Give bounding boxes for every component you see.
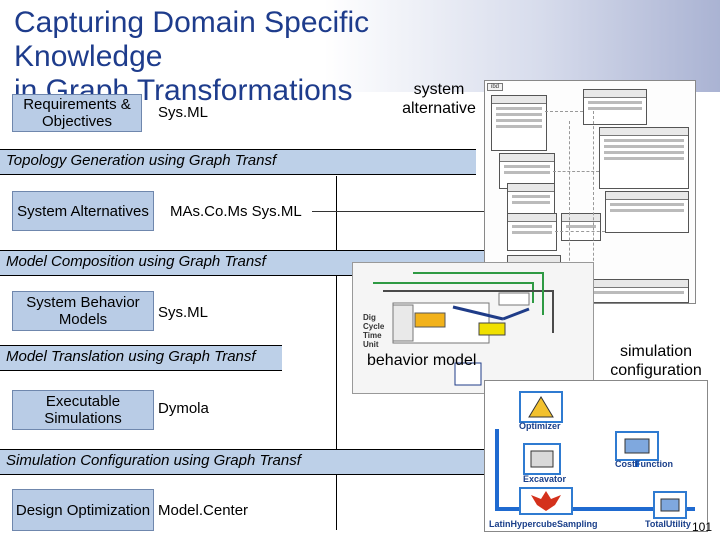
simulation-configuration-label: simulation configuration [610,343,702,379]
total-utility-node-label: TotalUtility [645,519,691,529]
flow-bar [495,507,695,511]
behavior-model-label: behavior model [367,352,477,369]
simulation-configuration-diagram: Optimizer CostFunction Excavator LatinHy… [484,380,708,532]
alternatives-arrow [312,211,484,212]
diagram-block [605,191,689,233]
diagram-block [583,89,647,125]
transform-translation-label: Model Translation using Graph Transf [6,348,256,365]
stage-optimization-box: Design Optimization [12,489,154,531]
total-utility-node [653,491,687,519]
cost-function-node [615,431,659,461]
diagram-block [507,213,557,251]
stage-requirements-box: Requirements & Objectives [12,94,142,132]
cost-function-node-label: CostFunction [615,459,673,469]
system-alternative-label: system alternative [402,81,476,117]
stage-behavior-box: System Behavior Models [12,291,154,331]
diagram-block [491,95,547,151]
diagram-connector [569,121,570,281]
flow-connector [336,176,337,530]
latin-hypercube-node-label: LatinHypercubeSampling [489,519,598,529]
transform-band-translation [0,345,282,371]
diagram-connector [553,171,599,172]
diagram-connector [545,111,583,112]
flow-bar [495,429,499,509]
diagram-block [561,213,601,241]
transform-topology-label: Topology Generation using Graph Transf [6,152,277,169]
optimizer-node [519,391,563,423]
stage-executable-tool: Dymola [158,400,209,417]
stage-behavior-tool: Sys.ML [158,304,209,321]
title-line-1: Capturing Domain Specific Knowledge [14,6,370,73]
excavator-node [523,443,561,475]
slide-title: Capturing Domain Specific Knowledge in G… [14,6,434,108]
diagram-connector [555,231,605,232]
transform-band-configuration [0,449,484,475]
diagram-connector [593,111,594,281]
diagram-block [599,127,689,189]
transform-band-topology [0,149,476,175]
diagram-frame-tag: ibd [487,83,504,91]
diagram-block [575,279,689,303]
transform-composition-label: Model Composition using Graph Transf [6,253,266,270]
behavior-model-schematic [373,272,554,386]
excavator-node-label: Excavator [523,474,567,484]
page-number: 101 [691,520,712,534]
title-band [0,0,720,92]
stage-optimization-tool: Model.Center [158,502,249,519]
transform-configuration-label: Simulation Configuration using Graph Tra… [6,452,301,469]
stage-requirements-tool: Sys.ML [158,104,209,121]
stage-alternatives-tool: MAs.Co.Ms Sys.ML [170,203,302,220]
optimizer-node-label: Optimizer [519,421,561,431]
stage-executable-box: Executable Simulations [12,390,154,430]
latin-hypercube-node [519,487,573,515]
stage-alternatives-box: System Alternatives [12,191,154,231]
